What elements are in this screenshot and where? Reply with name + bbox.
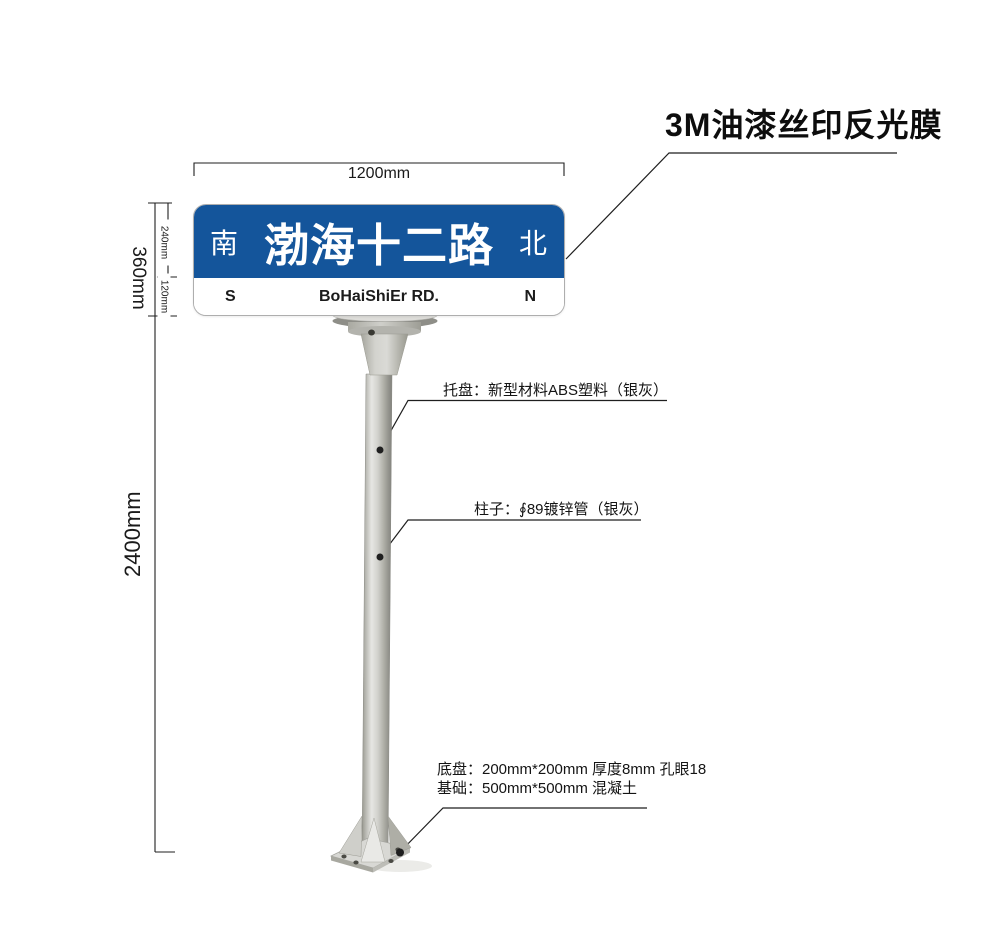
- dim-pole-height-label: 2400mm: [120, 491, 145, 577]
- base-gusset-front: [360, 817, 386, 863]
- sign-blue-panel: 南 渤海十二路 北: [194, 205, 564, 278]
- sign-pole: [361, 373, 393, 858]
- base-bolt-hole: [388, 859, 394, 863]
- base-bolt-hole: [353, 860, 359, 865]
- pole-leader-line: [379, 519, 641, 558]
- sign-direction-south-cn: 南: [210, 227, 239, 259]
- leader-dots: [376, 446, 404, 857]
- sign-direction-south-en: S: [225, 287, 236, 305]
- dim-board-height-label: 360mm: [128, 246, 149, 310]
- pole-annotation: 柱子：∮89镀锌管（银灰）: [474, 501, 649, 518]
- sign-board: 南 渤海十二路 北 S BoHaiShiEr RD. N: [193, 204, 565, 316]
- film-leader-line: [565, 152, 897, 260]
- tray-leader-line: [379, 399, 667, 451]
- base-plate-annotation: 底盘：200mm*200mm 厚度8mm 孔眼18: [437, 761, 707, 778]
- sign-direction-north-cn: 北: [518, 227, 547, 259]
- dim-board-width-label: 1200mm: [347, 165, 411, 182]
- reflective-film-label: 3M油漆丝印反光膜: [665, 107, 943, 143]
- base-annotation: 底盘：200mm*200mm 厚度8mm 孔眼18 基础：500mm*500mm…: [437, 760, 706, 798]
- sign-white-strip: S BoHaiShiEr RD. N: [194, 278, 564, 315]
- foundation-annotation: 基础：500mm*500mm 混凝土: [437, 780, 638, 797]
- sign-road-name-cn: 渤海十二路: [263, 220, 494, 271]
- dim-white-strip-height-label: 120mm: [157, 273, 171, 320]
- tray-bolt-hole: [368, 329, 375, 336]
- sign-tray: [332, 308, 438, 376]
- base-gusset-left: [338, 815, 363, 857]
- dim-blue-panel-height-label: 240mm: [157, 219, 171, 266]
- base-bolt-hole: [341, 854, 347, 859]
- sign-direction-north-en: N: [524, 287, 536, 305]
- sign-road-name-en: BoHaiShiEr RD.: [318, 287, 439, 305]
- pole-base: [330, 815, 432, 873]
- base-leader-line: [399, 807, 647, 853]
- tray-annotation: 托盘：新型材料ABS塑料（银灰）: [443, 382, 669, 399]
